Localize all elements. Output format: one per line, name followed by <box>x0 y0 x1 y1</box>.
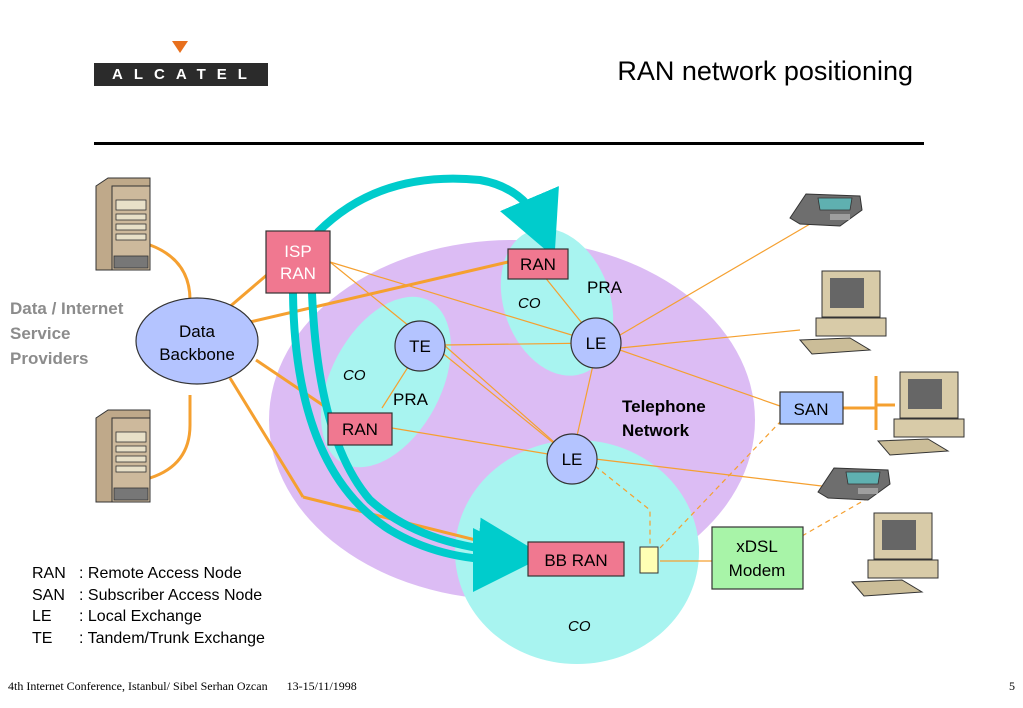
footer-text: 4th Internet Conference, Istanbul/ Sibel… <box>8 679 268 693</box>
le-bottom-node <box>546 433 598 485</box>
service-providers-line-1: Data / Internet <box>10 299 124 318</box>
alcatel-logo: ALCATEL <box>94 63 268 86</box>
data-backbone-node <box>135 297 259 385</box>
te-label: TE <box>409 337 431 356</box>
xdsl-modem-node <box>711 526 804 590</box>
server-icon-top <box>95 177 151 271</box>
co-left-label: CO <box>343 367 366 384</box>
abbreviation-legend: RAN : Remote Access Node SAN : Subscribe… <box>32 563 265 649</box>
footer: 4th Internet Conference, Istanbul/ Sibel… <box>8 679 357 694</box>
pra-left-label: PRA <box>393 390 429 409</box>
dashed-links <box>594 421 871 549</box>
page-number: 5 <box>1009 679 1015 693</box>
isp-ran-label-2: RAN <box>280 264 316 283</box>
legend-abbr: RAN <box>32 565 66 582</box>
service-providers-line-3: Providers <box>10 349 89 368</box>
telephone-network-label-2: Network <box>622 421 690 440</box>
le-top-node <box>570 317 622 369</box>
logo-triangle-icon <box>172 41 188 53</box>
co-top-label: CO <box>518 295 541 312</box>
le-top-label: LE <box>586 334 607 353</box>
ran-top-label: RAN <box>520 255 556 274</box>
legend-abbr: LE <box>32 608 52 625</box>
telephone-icon-top <box>789 193 863 227</box>
isp-ran-node <box>265 230 331 294</box>
service-providers-label: Data / Internet Service Providers <box>10 296 123 371</box>
san-label: SAN <box>794 400 829 419</box>
logo-text: ALCATEL <box>112 66 258 83</box>
server-icon-bottom <box>95 409 151 503</box>
splitter-box <box>639 546 659 574</box>
service-providers-line-2: Service <box>10 324 71 343</box>
bb-ran-node <box>527 541 625 577</box>
bb-ran-label: BB RAN <box>544 551 607 570</box>
computer-icon-1 <box>798 270 887 355</box>
ran-left-node <box>327 412 393 446</box>
telephone-icon-bottom <box>817 467 891 501</box>
xdsl-label-2: Modem <box>729 561 786 580</box>
legend-text: : Tandem/Trunk Exchange <box>79 629 265 647</box>
data-backbone-label-1: Data <box>179 322 215 341</box>
ran-top-node <box>507 248 569 280</box>
legend-text: : Remote Access Node <box>79 565 242 582</box>
legend-abbr: TE <box>32 629 53 647</box>
legend-text: : Local Exchange <box>79 608 202 625</box>
computer-icon-3 <box>850 512 939 597</box>
te-node <box>394 320 446 372</box>
telephone-network-label-1: Telephone <box>622 397 706 416</box>
isp-ran-label-1: ISP <box>284 242 311 261</box>
le-bottom-label: LE <box>562 450 583 469</box>
legend-row: SAN : Subscriber Access Node <box>32 585 265 607</box>
legend-row: TE : Tandem/Trunk Exchange <box>32 628 265 650</box>
legend-abbr: SAN <box>32 586 65 604</box>
page-title: RAN network positioning <box>617 56 913 86</box>
data-backbone-label-2: Backbone <box>159 345 235 364</box>
footer-date: 13-15/11/1998 <box>286 679 357 693</box>
legend-row: LE : Local Exchange <box>32 606 265 628</box>
title-rule <box>94 142 924 145</box>
xdsl-label-1: xDSL <box>736 537 778 556</box>
legend-row: RAN : Remote Access Node <box>32 563 265 585</box>
co-bottom-label: CO <box>568 618 591 635</box>
computer-icon-2 <box>876 371 965 456</box>
teal-arrows <box>289 174 559 592</box>
san-node <box>779 391 844 425</box>
pra-top-label: PRA <box>587 278 623 297</box>
legend-text: : Subscriber Access Node <box>79 586 263 604</box>
ran-left-label: RAN <box>342 420 378 439</box>
